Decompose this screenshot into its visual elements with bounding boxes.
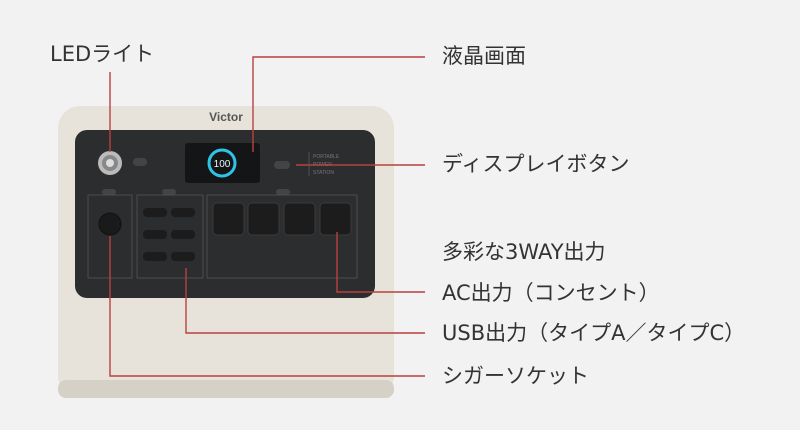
ac-leader <box>336 232 425 293</box>
led-light-button[interactable] <box>98 151 122 175</box>
ac-section <box>206 194 358 279</box>
leader-lines <box>109 56 425 377</box>
ac-switch[interactable] <box>276 189 290 195</box>
panel-label: PORTABLE <box>313 154 340 160</box>
callout-ac-output: AC出力（コンセント） <box>442 281 660 305</box>
cigar-socket[interactable] <box>98 212 122 236</box>
lcd-leader <box>252 56 425 152</box>
usb-leader <box>185 268 425 334</box>
battery-ring <box>207 148 237 178</box>
svg-text:STATION: STATION <box>313 170 334 176</box>
lcd-battery-value: 100 <box>214 159 231 170</box>
ac-outlets[interactable] <box>212 202 352 236</box>
cigar-switch[interactable] <box>102 189 116 195</box>
callout-cigar-socket: シガーソケット <box>442 364 589 388</box>
brand-logo: Victor <box>209 110 243 124</box>
callout-three-way-output: 多彩な3WAY出力 <box>442 240 606 264</box>
usb-section <box>136 194 204 279</box>
cigar-leader <box>109 236 425 377</box>
display-button[interactable] <box>274 161 290 169</box>
callout-led-light: LEDライト <box>50 42 155 66</box>
usb-ports[interactable] <box>143 208 195 261</box>
usb-switch[interactable] <box>162 189 176 195</box>
callout-display-button: ディスプレイボタン <box>442 152 630 176</box>
lcd-screen: 100 <box>185 143 260 183</box>
callout-usb-output: USB出力（タイプA／タイプC） <box>442 321 746 345</box>
callout-lcd-screen: 液晶画面 <box>442 44 526 68</box>
power-button[interactable] <box>133 158 147 166</box>
